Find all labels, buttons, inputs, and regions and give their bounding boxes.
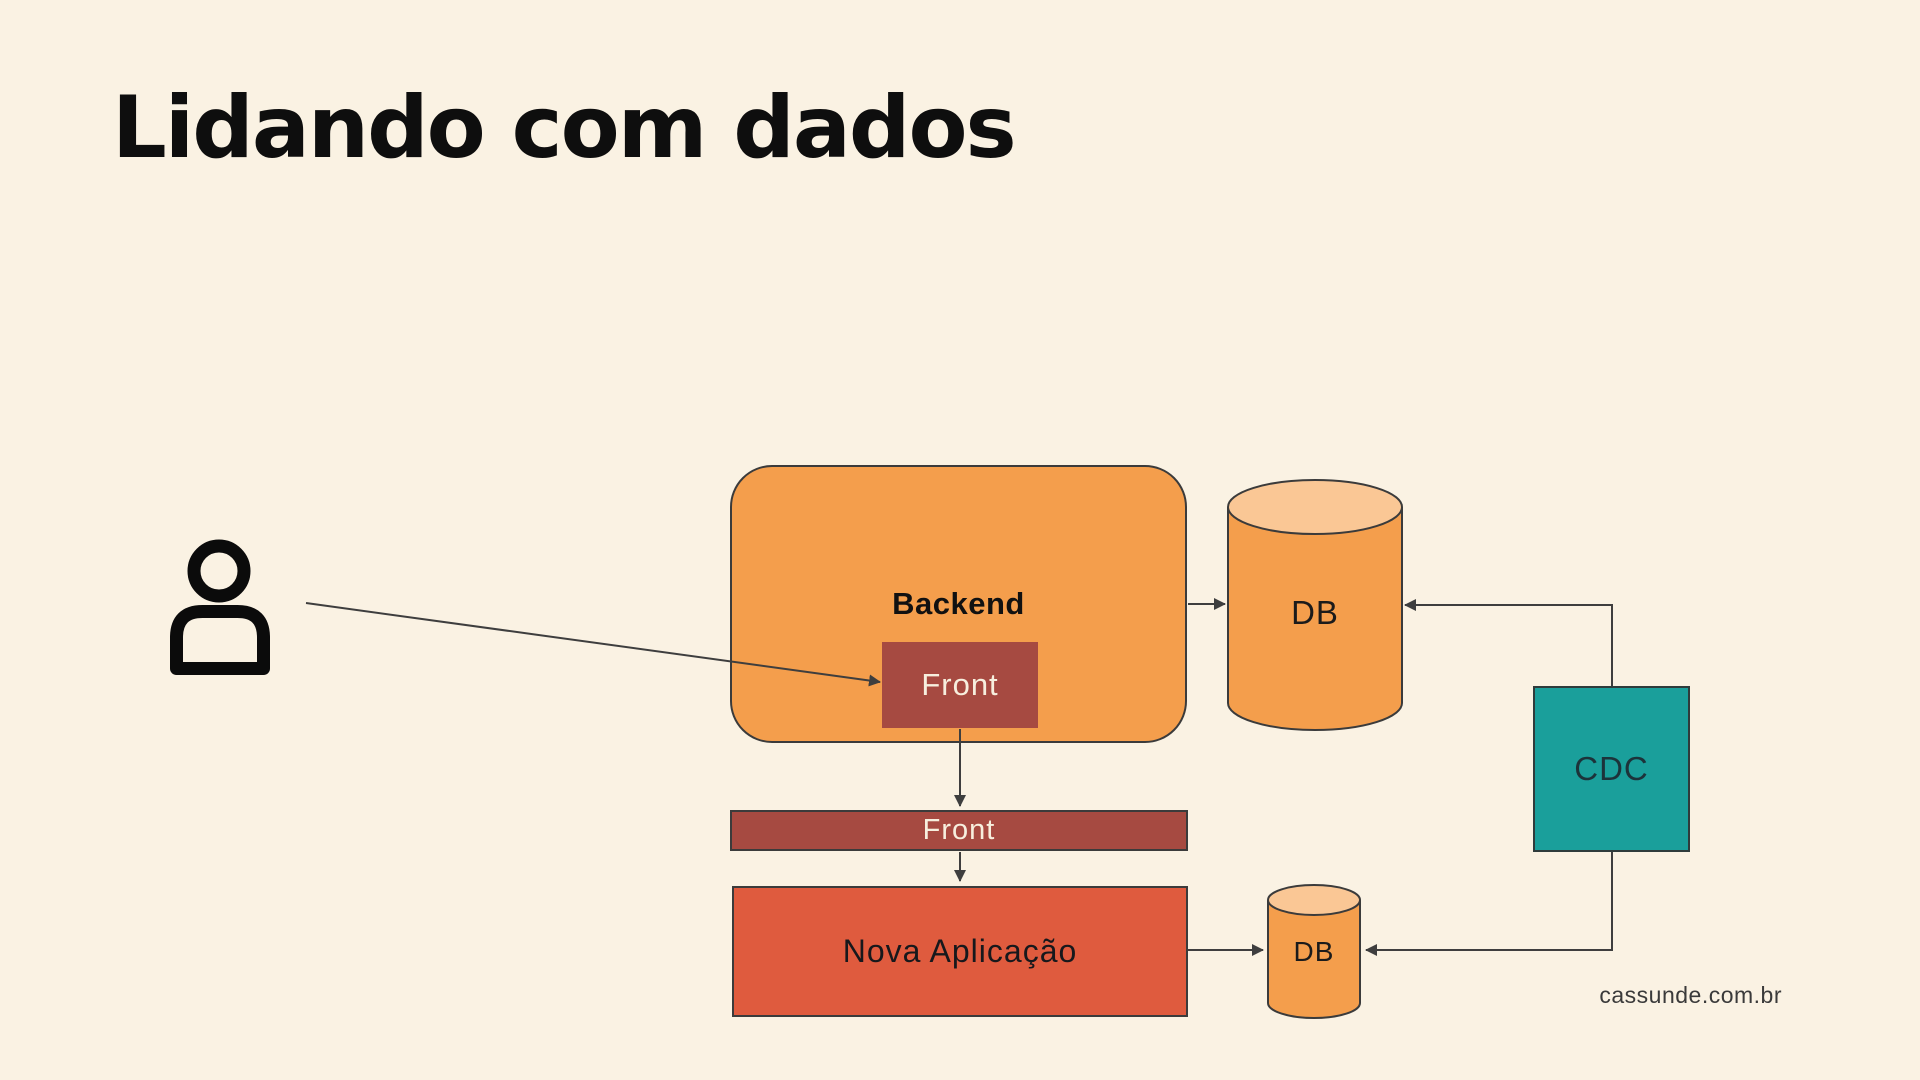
db-main-cylinder [1227, 479, 1403, 731]
db-main-top [1227, 479, 1403, 535]
db-nova-cylinder [1267, 884, 1361, 1019]
arrow-user-to-front [305, 602, 881, 687]
node-front-bar: Front [730, 810, 1188, 851]
db-nova-body [1267, 900, 1361, 1019]
node-cdc: CDC [1533, 686, 1690, 852]
person-body [170, 605, 270, 675]
node-front-inner: Front [882, 642, 1038, 728]
arrow-cdc-to-db-nova [1365, 852, 1613, 956]
slide-footer: cassunde.com.br [1599, 982, 1782, 1008]
db-main-label: DB [1291, 594, 1339, 631]
db-nova-label: DB [1293, 936, 1335, 967]
arrow-cdc-to-db [1404, 599, 1613, 686]
db-main-body [1227, 507, 1403, 731]
page-title: Lidando com dados [112, 78, 1017, 178]
db-nova-top [1267, 884, 1361, 916]
nova-label: Nova Aplicação [842, 933, 1078, 969]
cdc-label: CDC [1574, 750, 1649, 787]
backend-label: Backend [892, 586, 1025, 621]
person-icon [170, 539, 270, 675]
front-bar-label: Front [922, 814, 996, 846]
node-nova-aplicacao: Nova Aplicação [732, 886, 1188, 1017]
front-inner-label: Front [921, 667, 999, 702]
person-head [187, 539, 251, 603]
